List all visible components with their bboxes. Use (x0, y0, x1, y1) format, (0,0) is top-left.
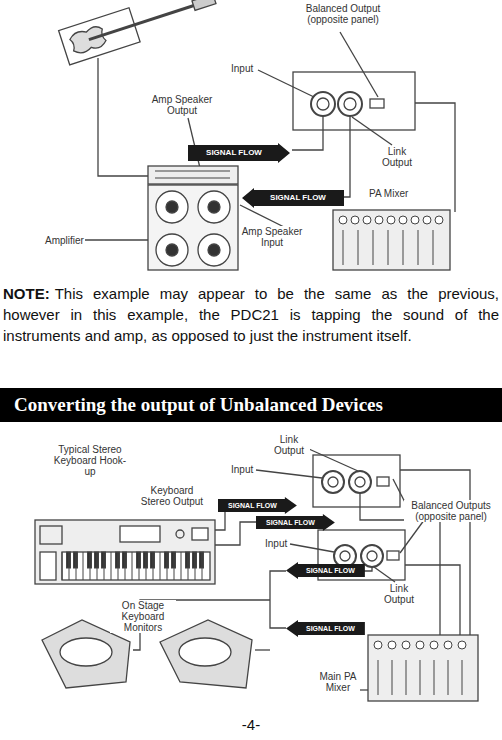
callout-label: Link Output (374, 146, 420, 168)
callout-label: Main PA Mixer (316, 671, 360, 693)
callout-label: Input (264, 538, 288, 549)
signal-flow-arrow: SIGNAL FLOW (286, 562, 365, 579)
callout-label: Input (230, 63, 254, 74)
signal-flow-arrow: SIGNAL FLOW (242, 188, 344, 208)
callout-label: Balanced Output (opposite panel) (298, 3, 388, 25)
callout-label: PA Mixer (368, 188, 409, 199)
callout-label: Balanced Outputs (opposite panel) (404, 500, 498, 522)
callout-label: On Stage Keyboard Monitors (110, 600, 176, 633)
arrow-label: SIGNAL FLOW (266, 514, 315, 531)
callout-label: Amp Speaker Output (146, 94, 218, 116)
signal-flow-arrow: SIGNAL FLOW (286, 620, 365, 637)
callout-label: Typical Stereo Keyboard Hook-up (50, 444, 130, 477)
section-heading: Converting the output of Unbalanced Devi… (0, 388, 502, 422)
signal-flow-arrow: SIGNAL FLOW (256, 514, 335, 531)
callout-label: Amp Speaker Input (240, 226, 304, 248)
arrow-label: SIGNAL FLOW (206, 143, 262, 163)
heading-band: Converting the output of Unbalanced Devi… (0, 388, 502, 422)
arrow-label: SIGNAL FLOW (270, 188, 326, 208)
arrow-label: SIGNAL FLOW (228, 497, 277, 514)
callout-label: Amplifier (44, 235, 85, 246)
arrow-label: SIGNAL FLOW (306, 562, 355, 579)
note-text: This example may appear to be the same a… (3, 285, 499, 344)
callout-label: Link Output (378, 583, 420, 605)
note-heading: NOTE: (3, 285, 50, 302)
page-number: -4- (241, 716, 261, 734)
signal-flow-arrow: SIGNAL FLOW (188, 143, 290, 163)
callout-label: Keyboard Stereo Output (134, 485, 210, 507)
arrow-label: SIGNAL FLOW (306, 620, 355, 637)
callout-label: Link Output (268, 434, 310, 456)
callout-label: Input (230, 464, 254, 475)
signal-flow-arrow: SIGNAL FLOW (218, 497, 297, 514)
note-paragraph: NOTE:This example may appear to be the s… (3, 283, 499, 346)
